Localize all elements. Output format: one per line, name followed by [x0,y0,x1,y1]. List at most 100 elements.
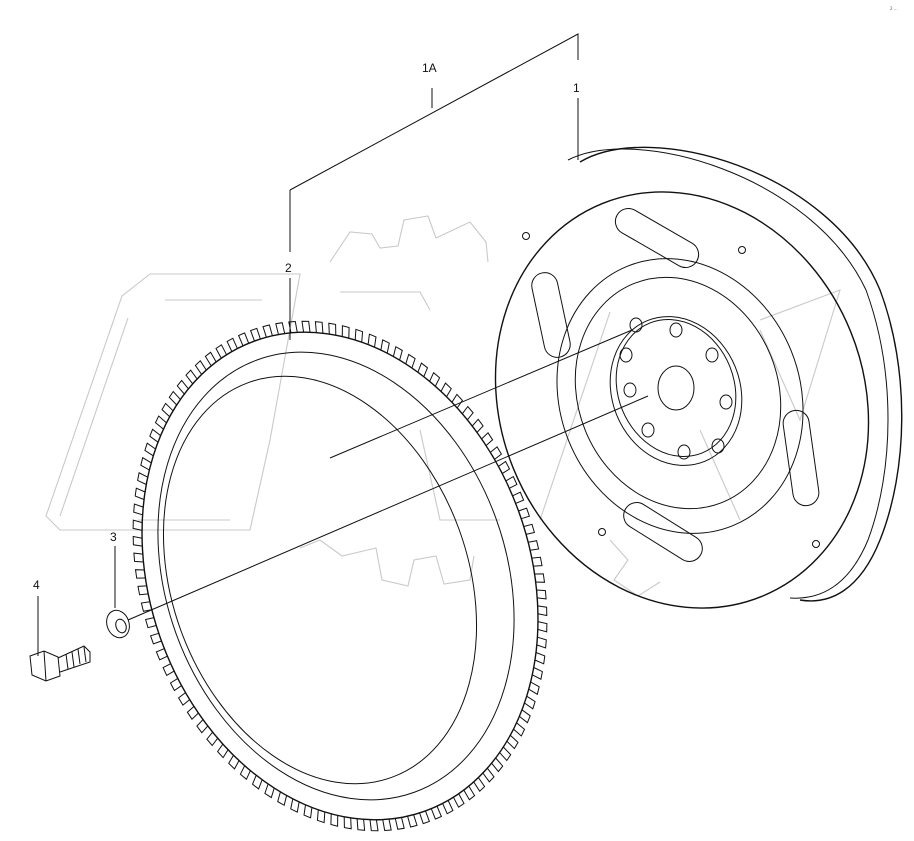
gear-tooth [262,324,273,338]
corner-mark: 2 ... [890,6,898,11]
gear-tooth [132,519,143,531]
gear-tooth [264,783,275,799]
gear-tooth [537,605,548,617]
gear-tooth [316,809,326,824]
gear-tooth [419,810,431,825]
gear-tooth [137,472,148,485]
gear-tooth [537,621,548,633]
gear-tooth [534,652,546,665]
gear-tooth [392,345,403,361]
gear-tooth [430,806,443,820]
gear-tooth [380,339,390,354]
gear-tooth [237,332,250,346]
gear-tooth [186,706,199,720]
gear-tooth [206,731,219,747]
gear-tooth [405,353,416,369]
washer [106,609,130,639]
gear-tooth [169,677,182,692]
gear-tooth [536,589,547,600]
gear-tooth [161,402,174,418]
gear-tooth [226,337,238,352]
gear-tooth [473,777,486,792]
callout-4: 4 [33,578,40,592]
gear-tooth [518,507,531,520]
flywheel-slots [531,208,820,562]
gear-tooth [204,351,217,367]
gear-tooth [328,322,337,336]
ring-gear-teeth [132,320,548,832]
gear-tooth [275,322,286,335]
callout-2: 2 [285,261,292,275]
gear-tooth [185,369,198,385]
gear-tooth [330,813,339,827]
gear-tooth [133,552,144,563]
gear-tooth [506,734,519,750]
gear-tooth [534,573,546,583]
gear-tooth [343,816,352,830]
gear-tooth [140,456,152,471]
assembly-axis-lines [127,329,649,621]
gear-tooth [528,681,540,696]
gear-tooth [133,503,144,516]
gear-tooth [407,814,418,828]
gear-tooth [132,535,143,547]
gear-tooth [177,692,191,706]
gear-tooth [481,432,494,446]
callout-1a: 1A [422,61,437,75]
bolt-holes [619,317,733,460]
gear-tooth [314,321,324,334]
gear-tooth [176,379,189,395]
gear-tooth [137,585,149,596]
gear-tooth [134,487,146,500]
gear-tooth [505,475,518,489]
gear-tooth [417,362,429,377]
gear-tooth [367,333,377,348]
gear-tooth [489,446,503,460]
bolt [29,645,91,682]
gear-tooth [140,601,152,612]
gear-tooth [194,360,207,375]
gear-tooth [196,719,209,734]
gear-tooth [463,785,476,801]
gear-tooth [228,754,240,770]
gear-tooth [532,667,543,680]
gear-tooth [155,648,168,661]
gear-tooth [536,636,547,649]
gear-tooth [356,818,366,831]
gear-tooth [512,491,525,504]
flywheel [494,146,903,609]
gear-tooth [303,804,313,819]
gear-tooth [524,695,536,710]
gear-tooth [394,817,405,830]
gear-tooth [482,767,495,783]
gear-tooth [215,344,228,359]
gear-tooth [528,540,540,551]
gear-tooth [452,793,465,808]
gear-tooth [491,757,504,773]
gear-tooth [149,632,162,645]
gear-tooth [519,709,531,724]
gear-tooth [513,722,526,737]
gear-tooth [369,819,379,832]
gear-tooth [168,390,181,406]
leader-lines [37,33,579,656]
gear-tooth [277,791,288,807]
gear-tooth [382,819,392,832]
gear-tooth [442,800,454,815]
gear-tooth [301,320,311,333]
gear-tooth [154,415,167,430]
gear-tooth [149,428,161,443]
gear-tooth [162,663,175,677]
gear-tooth [144,617,157,629]
gear-tooth [249,327,261,342]
gear-tooth [239,765,251,781]
gear-tooth [216,743,229,759]
gear-tooth [471,418,484,433]
gear-tooth [451,393,464,409]
gear-tooth [251,775,263,790]
ring-gear [132,320,548,832]
callout-1: 1 [573,81,580,95]
gear-tooth [341,325,350,339]
gear-tooth [498,460,511,475]
